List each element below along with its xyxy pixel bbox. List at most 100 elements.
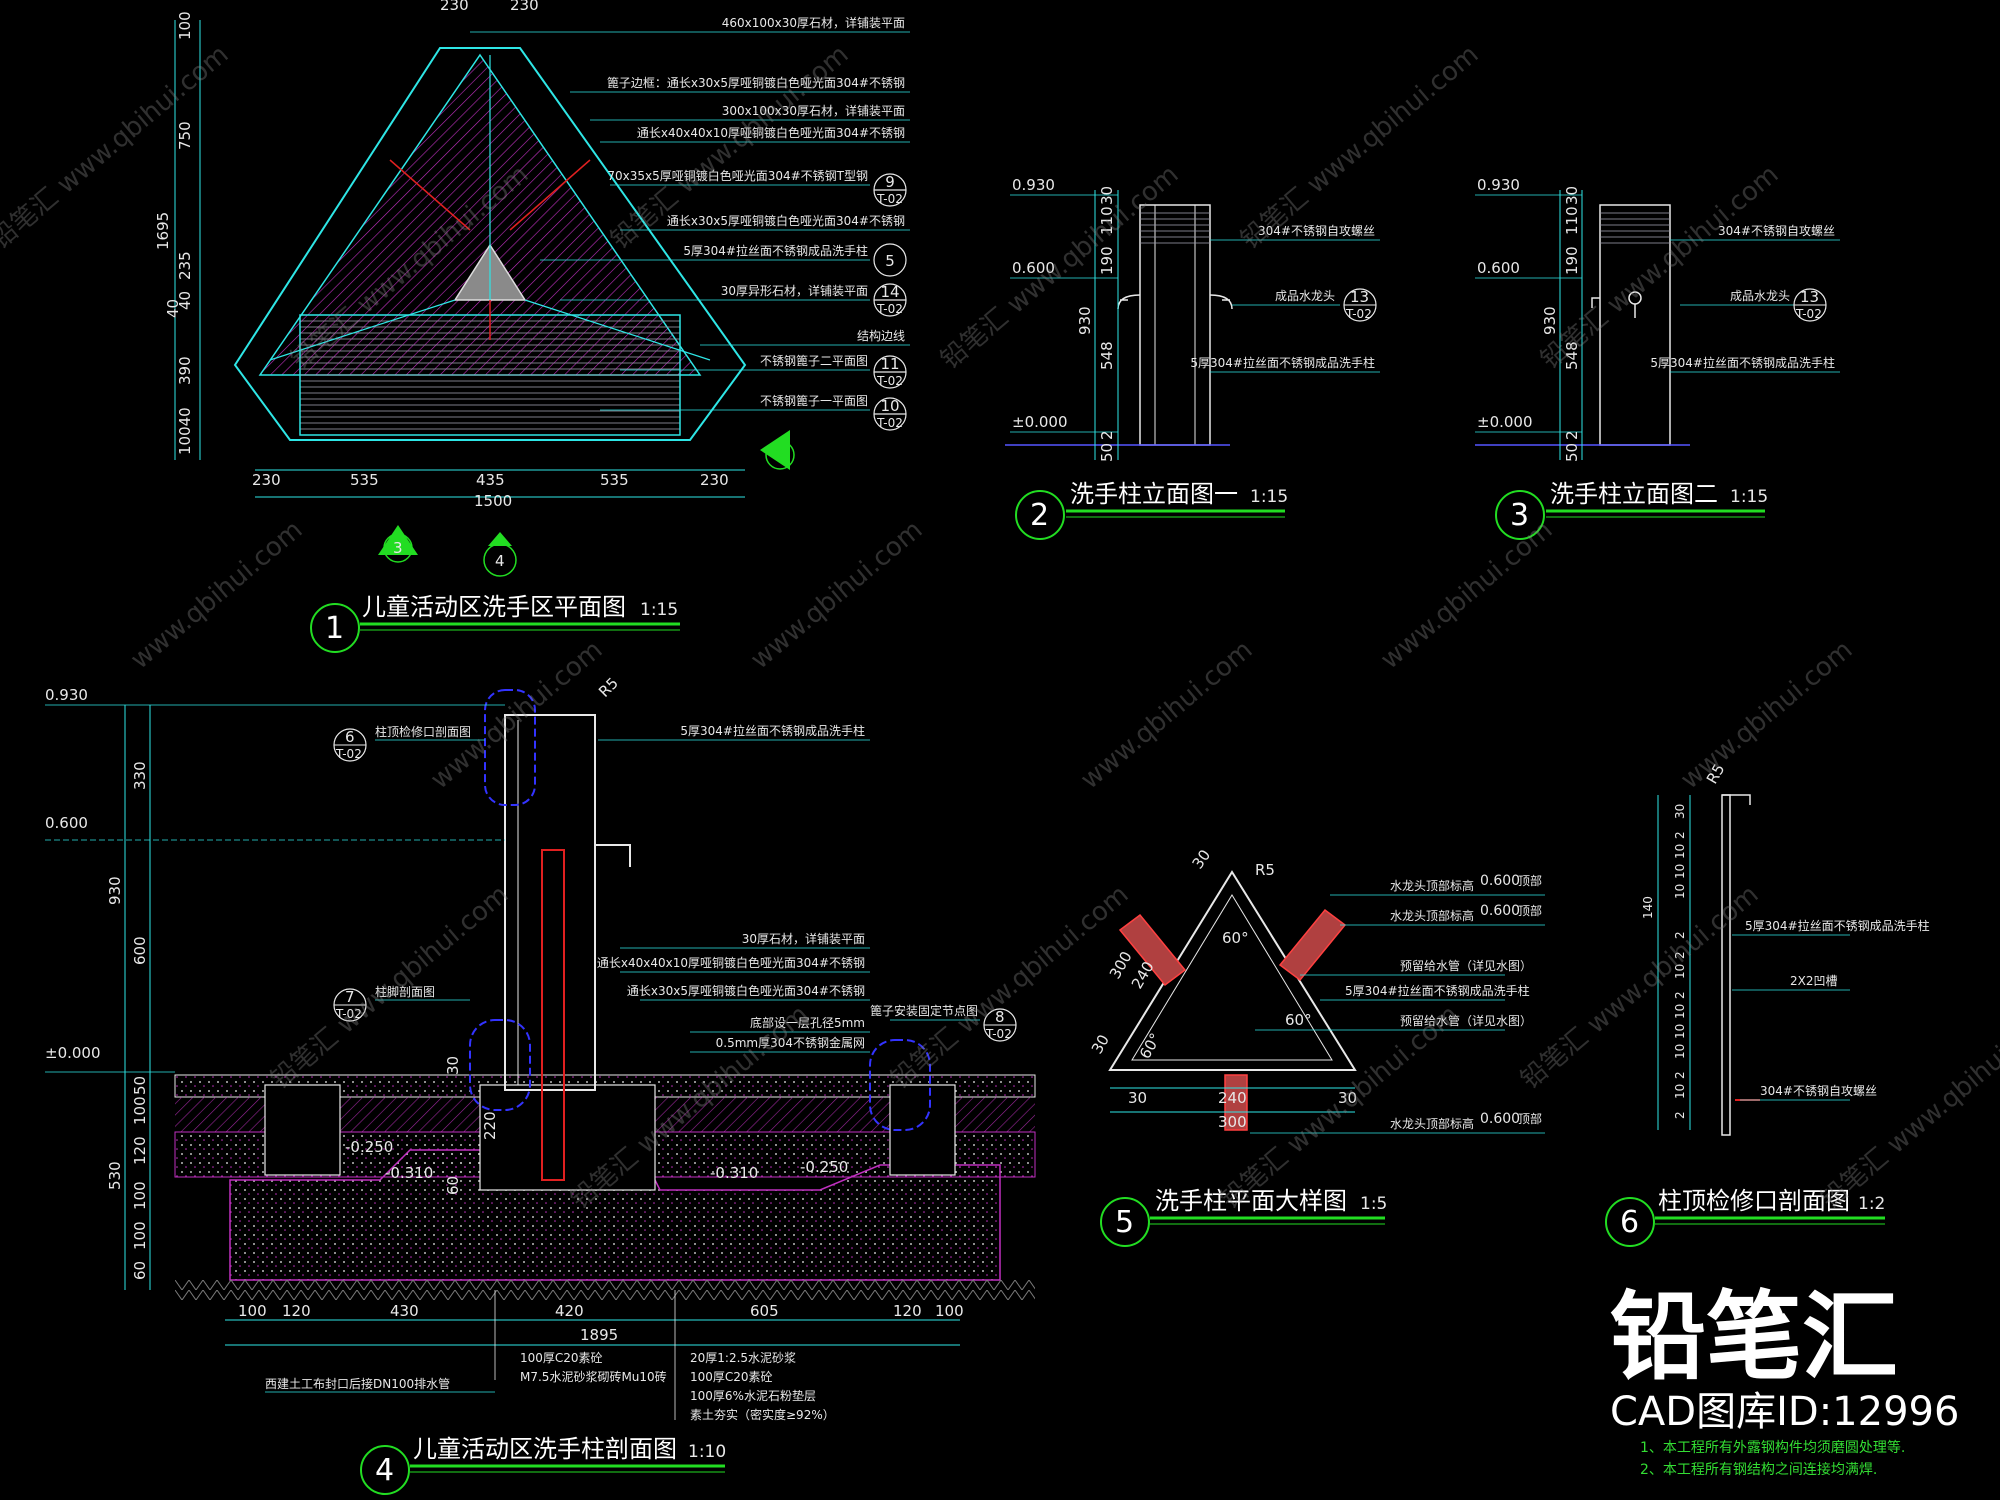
plan-bdim-230a: 230 [252, 471, 281, 489]
elev1-dim-548: 548 [1098, 341, 1116, 370]
elev1-view-number: 2 [1030, 498, 1049, 533]
plan-view-title: 儿童活动区洗手区平面图 [362, 593, 626, 621]
section-faucet [595, 844, 631, 867]
section-dim-100a: 100 [131, 1096, 149, 1125]
detail5-title-block: 5 洗手柱平面大样图 1:5 [1100, 1187, 1387, 1247]
plan-note-8: 结构边线 [857, 328, 905, 343]
plan-note-7: 30厚异形石材，详铺装平面 [721, 283, 868, 298]
plan-dim-10040: 10040 [176, 407, 194, 455]
plan-sec-mark-3: 3 [393, 539, 403, 557]
general-note-0: 1、本工程所有外露钢构件均须磨圆处理等. [1640, 1439, 1905, 1456]
elev2-callout: 13 T-02 [1793, 288, 1827, 322]
section-bdim-100b: 100 [935, 1302, 964, 1320]
section-bottom-dims: 100 120 430 420 605 120 100 1895 [238, 1302, 964, 1344]
elev2-note-1: 成品水龙头 [1730, 289, 1790, 303]
detail5-bdim-30b: 30 [1338, 1089, 1357, 1107]
detail6-plate [1721, 794, 1731, 1136]
detail6-chain-dim: 10 [1673, 1084, 1687, 1099]
section-center-pit [479, 1084, 656, 1191]
detail6-chain-dim: 10 [1673, 844, 1687, 859]
general-note-1: 2、本工程所有钢结构之间连接均满焊. [1640, 1461, 1877, 1478]
detail5-view-title: 洗手柱平面大样图 [1155, 1187, 1347, 1215]
detail6-chain-dim: 10 [1673, 964, 1687, 979]
plan-bdim-535b: 535 [600, 471, 629, 489]
detail6-chain-dim: 10 [1673, 884, 1687, 899]
section-level-m0310a: -0.310 [385, 1164, 433, 1182]
plan-callout-14-sheet: T-02 [876, 302, 903, 316]
section-soil [175, 1280, 1035, 1300]
elev2-dim-190: 190 [1563, 246, 1581, 275]
elev1-level-0000: ±0.000 [1012, 413, 1068, 431]
detail5-note-2: 预留给水管（详见水图） [1400, 958, 1532, 973]
plan-note-4: 70x35x5厚哑铜镀白色哑光面304#不锈钢T型钢 [607, 168, 868, 183]
section-lnote-0: 柱顶检修口剖面图 [375, 724, 471, 739]
plan-total-1500: 1500 [474, 492, 512, 510]
detail5-dim-r5: R5 [1255, 861, 1275, 879]
plan-view: 100 750 1695 235 40 40 390 10040 230 230… [154, 0, 910, 653]
detail5-note-5-unit: 顶部 [1518, 1111, 1542, 1126]
section-bnote-l1: M7.5水泥砂浆砌砖Mu10砖 [520, 1369, 667, 1384]
elevation-two-view: 0.930 0.600 ±0.000 30 110 190 930 548 2 … [1475, 176, 1840, 540]
elev1-dim-930: 930 [1076, 306, 1094, 335]
section-bnote-r3: 素土夯实（密实度≥92%） [690, 1407, 835, 1422]
plan-bdim-435: 435 [476, 471, 505, 489]
elev1-note-1: 成品水龙头 [1275, 289, 1335, 303]
section-dim-100c: 100 [131, 1221, 149, 1250]
detail-five-view: 30 300 240 30 R5 60° 60° 60° 30 240 30 3… [1088, 846, 1545, 1247]
detail6-view-number: 6 [1620, 1205, 1639, 1240]
detail6-title-block: 6 柱顶检修口剖面图 1:2 [1605, 1187, 1885, 1247]
detail6-note-0: 5厚304#拉丝面不锈钢成品洗手柱 [1745, 918, 1930, 933]
elev2-callout-sheet: T-02 [1795, 307, 1822, 321]
detail5-dim-30b: 30 [1088, 1031, 1113, 1057]
section-callout-6: 6 [345, 728, 355, 746]
section-bdim-100a: 100 [238, 1302, 267, 1320]
section-inner-220: 220 [481, 1111, 499, 1140]
section-dim-120: 120 [131, 1136, 149, 1165]
detail5-note-1-unit: 顶部 [1518, 903, 1542, 918]
plan-bdim-535a: 535 [350, 471, 379, 489]
detail5-notes: 水龙头顶部标高 0.600 顶部 水龙头顶部标高 0.600 顶部 预留给水管（… [1250, 873, 1545, 1134]
elev2-dim-548: 548 [1563, 341, 1581, 370]
elev2-view-title: 洗手柱立面图二 [1550, 480, 1718, 508]
elev2-callout-num: 13 [1800, 288, 1819, 306]
detail5-note-3: 5厚304#拉丝面不锈钢成品洗手柱 [1345, 983, 1530, 998]
brand-id: CAD图库ID:12996 [1610, 1389, 1959, 1435]
plan-sec-mark-4: 4 [495, 552, 505, 570]
brand-name: 铅笔汇 [1610, 1281, 1898, 1393]
plan-bdim-230b: 230 [700, 471, 729, 489]
elev1-dim-190: 190 [1098, 246, 1116, 275]
elev1-note-2: 5厚304#拉丝面不锈钢成品洗手柱 [1190, 355, 1375, 370]
elev1-notes: 304#不锈钢自攻螺丝 成品水龙头 5厚304#拉丝面不锈钢成品洗手柱 [1190, 224, 1380, 373]
section-note-6: 篦子安装固定节点图 [870, 1003, 978, 1018]
watermark-text: 铅笔汇 www.qbihui.com [0, 39, 234, 255]
section-dim-600: 600 [131, 936, 149, 965]
detail6-chain-dim: 2 [1673, 951, 1687, 959]
elev2-level-0930: 0.930 [1477, 176, 1520, 194]
section-level-m0250b: -0.250 [800, 1158, 848, 1176]
elevation-one-view: 0.930 0.600 ±0.000 30 110 190 930 548 2 … [1005, 176, 1380, 540]
plan-dim-100: 100 [176, 11, 194, 40]
elev2-title-block: 3 洗手柱立面图二 1:15 [1495, 480, 1768, 540]
section-dim-100b: 100 [131, 1181, 149, 1210]
section-lnote-1: 柱脚剖面图 [375, 984, 435, 999]
section-view-scale: 1:10 [688, 1442, 726, 1462]
watermark-text: www.qbihui.com [1075, 635, 1258, 795]
detail5-note-0-unit: 顶部 [1518, 873, 1542, 888]
section-view: 0.930 0.600 ±0.000 -0.250 -0.310 -0.310 … [45, 674, 1036, 1495]
section-supply-pipe [541, 849, 565, 1181]
detail6-chain-dim: 2 [1673, 991, 1687, 999]
watermark-text: 铅笔汇 www.qbihui.com [265, 879, 514, 1095]
elev2-view-scale: 1:15 [1730, 487, 1768, 507]
plan-note-5: 通长x30x5厚哑铜镀白色哑光面304#不锈钢 [667, 213, 905, 228]
general-notes: 1、本工程所有外露钢构件均须磨圆处理等. 2、本工程所有钢结构之间连接均满焊. [1640, 1439, 1905, 1478]
elev2-level-0000: ±0.000 [1477, 413, 1533, 431]
section-view-number: 4 [375, 1453, 394, 1488]
watermark-text: 铅笔汇 www.qbihui.com [1215, 999, 1464, 1215]
plan-top-dims: 230 230 [440, 0, 539, 14]
section-right-notes: 5厚304#拉丝面不锈钢成品洗手柱 30厚石材，详铺装平面 通长x40x40x1… [597, 723, 980, 1053]
section-note-0: 5厚304#拉丝面不锈钢成品洗手柱 [680, 723, 865, 738]
detail6-note-1: 2X2凹槽 [1790, 974, 1838, 988]
section-inner-60: 60 [444, 1176, 462, 1195]
elev2-dim-2: 2 [1563, 430, 1581, 440]
